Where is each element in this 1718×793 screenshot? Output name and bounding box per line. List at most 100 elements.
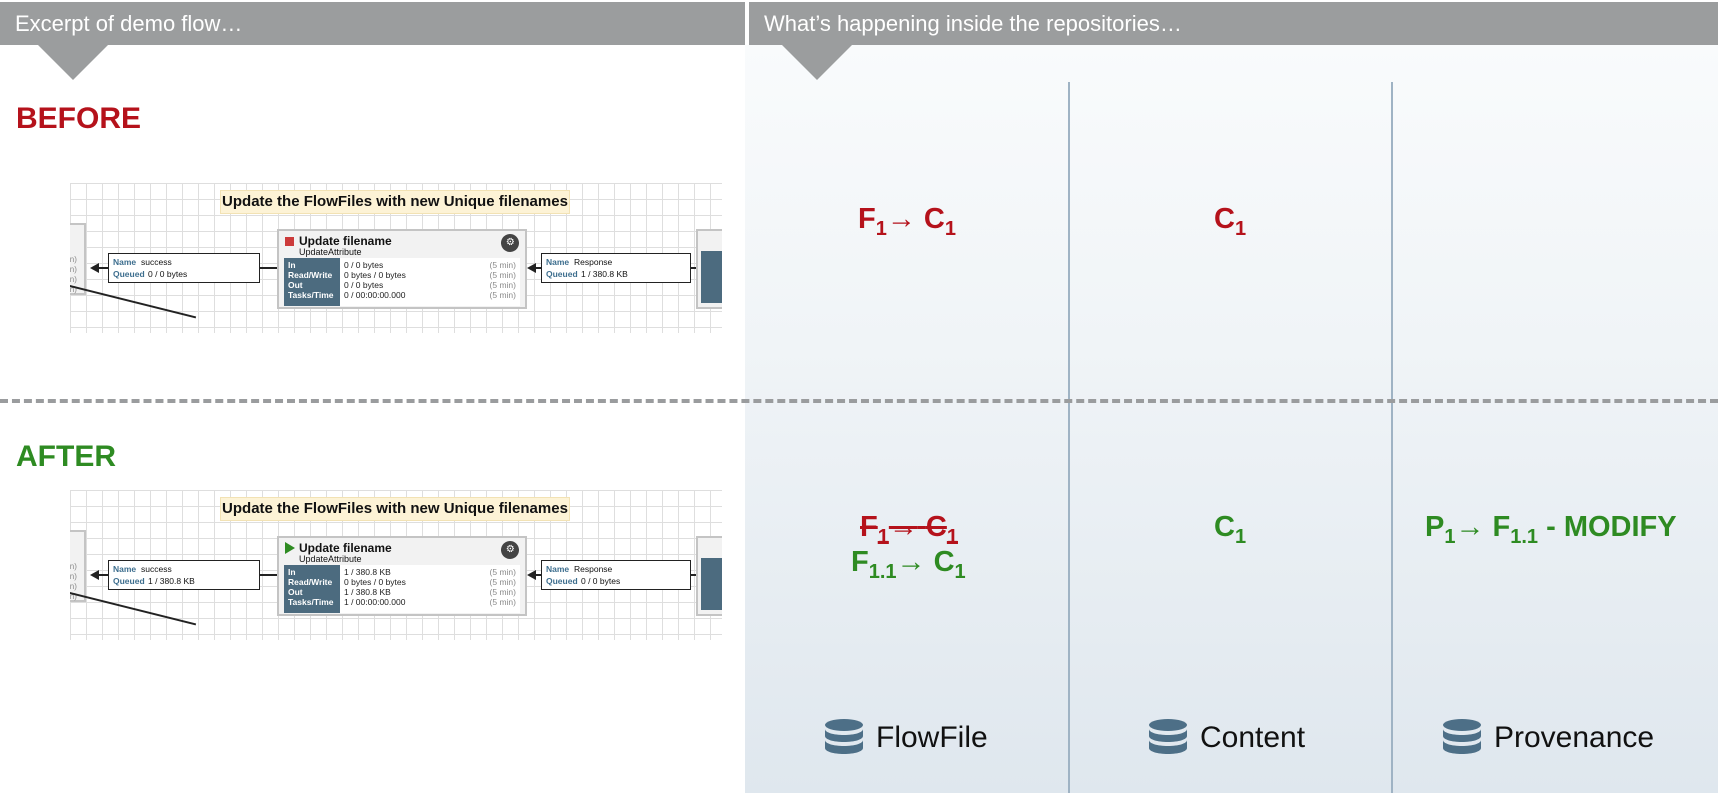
header-repositories: What’s happening inside the repositories… (749, 2, 1718, 45)
stat-key: Read/Write (288, 577, 333, 587)
repositories-panel (745, 45, 1718, 793)
connection-name-key: Name (546, 564, 570, 574)
repository-name: FlowFile (876, 721, 988, 754)
processor-name: Update filename (299, 541, 392, 555)
stat-key: Read/Write (288, 270, 333, 280)
stat-value: 0 bytes / 0 bytes (344, 270, 406, 280)
stat-key: Out (288, 280, 303, 290)
after-flowfile-old-formula: F1→ C1 (860, 511, 958, 548)
stat-value: 0 bytes / 0 bytes (344, 577, 406, 587)
connection-line (70, 285, 197, 318)
stat-key: Tasks/Time (288, 597, 334, 607)
connection-name-key: Name (113, 257, 137, 267)
after-content-formula: C1 (1214, 511, 1247, 548)
connection-name: Response (574, 564, 613, 574)
processor-stats: In Read/Write Out Tasks/Time 0 / 0 bytes… (284, 258, 520, 306)
stat-window: (5 min) (489, 577, 516, 587)
connection-line (535, 267, 541, 269)
stat-window: (5 min) (489, 290, 516, 300)
stat-key: Out (288, 587, 303, 597)
database-icon (1148, 718, 1188, 758)
stat-window: (5 min) (489, 587, 516, 597)
processor-settings-icon: ⚙ (498, 231, 522, 255)
response-connection[interactable]: Name Response Queued 1 / 380.8 KB (541, 253, 691, 283)
header-demo-flow: Excerpt of demo flow… (0, 2, 745, 45)
processor-name: Update filename (299, 234, 392, 248)
stat-window: (5 min) (489, 260, 516, 270)
connection-name: Response (574, 257, 613, 267)
connection-name: success (141, 257, 172, 267)
running-status-icon (285, 542, 295, 554)
connection-line (691, 574, 697, 576)
after-label: AFTER (16, 440, 116, 473)
success-connection[interactable]: Name success Queued 0 / 0 bytes (108, 253, 260, 283)
connection-queued: 0 / 0 bytes (148, 269, 188, 279)
before-label: BEFORE (16, 102, 142, 135)
flow-label: Update the FlowFiles with new Unique fil… (220, 190, 570, 214)
header-pointer (782, 45, 852, 80)
provenance-repository: Provenance (1442, 716, 1654, 760)
flow-excerpt-before: in)in)in)in) Update the FlowFiles with n… (70, 183, 722, 333)
stat-value: 0 / 0 bytes (344, 260, 384, 270)
processor-type: UpdateAttribute (299, 247, 362, 257)
flowfile-repository: FlowFile (824, 716, 988, 760)
database-icon (824, 718, 864, 758)
column-divider (1391, 82, 1393, 793)
stat-key: In (288, 567, 296, 577)
arrowhead (527, 263, 536, 273)
connection-queued: 0 / 0 bytes (581, 576, 621, 586)
connection-name-key: Name (546, 257, 570, 267)
connection-line (260, 267, 277, 269)
database-icon (1442, 718, 1482, 758)
stat-window: (5 min) (489, 597, 516, 607)
connection-queued-key: Queued (113, 576, 145, 586)
flow-label: Update the FlowFiles with new Unique fil… (220, 497, 570, 521)
processor-update-filename[interactable]: Update filename UpdateAttribute ⚙ In Rea… (277, 536, 527, 616)
header-pointer (38, 45, 108, 80)
arrowhead (90, 570, 99, 580)
connection-line (98, 574, 108, 576)
after-flowfile-new-formula: F1.1→ C1 (851, 546, 966, 583)
processor-stats: In Read/Write Out Tasks/Time 1 / 380.8 K… (284, 565, 520, 613)
connection-queued-key: Queued (546, 576, 578, 586)
before-after-divider (0, 399, 1718, 403)
processor-settings-icon: ⚙ (498, 538, 522, 562)
processor-update-filename[interactable]: Update filename UpdateAttribute ⚙ In Rea… (277, 229, 527, 309)
before-content-formula: C1 (1214, 203, 1247, 240)
downstream-processor (696, 229, 722, 309)
stat-value: 0 / 0 bytes (344, 280, 384, 290)
stat-key: Tasks/Time (288, 290, 334, 300)
flow-excerpt-after: in)in)in)in) Update the FlowFiles with n… (70, 490, 722, 640)
repository-name: Content (1200, 721, 1306, 754)
before-flowfile-formula: F1→ C1 (858, 203, 956, 240)
connection-line (98, 267, 108, 269)
repository-name: Provenance (1494, 721, 1655, 754)
stat-window: (5 min) (489, 567, 516, 577)
connection-queued-key: Queued (546, 269, 578, 279)
stat-key: In (288, 260, 296, 270)
connection-queued: 1 / 380.8 KB (581, 269, 628, 279)
connection-line (70, 592, 197, 625)
connection-name: success (141, 564, 172, 574)
column-divider (1068, 82, 1070, 793)
stat-value: 1 / 380.8 KB (344, 587, 391, 597)
after-provenance-formula: P1→ F1.1 - MODIFY (1425, 511, 1677, 548)
stat-value: 1 / 380.8 KB (344, 567, 391, 577)
connection-line (535, 574, 541, 576)
stat-value: 0 / 00:00:00.000 (344, 290, 406, 300)
connection-queued: 1 / 380.8 KB (148, 576, 195, 586)
response-connection[interactable]: Name Response Queued 0 / 0 bytes (541, 560, 691, 590)
arrowhead (90, 263, 99, 273)
connection-line (691, 267, 697, 269)
content-repository: Content (1148, 716, 1305, 760)
upstream-processor: in)in)in)in) (70, 530, 86, 602)
stopped-status-icon (285, 237, 294, 246)
success-connection[interactable]: Name success Queued 1 / 380.8 KB (108, 560, 260, 590)
arrowhead (527, 570, 536, 580)
upstream-processor: in)in)in)in) (70, 223, 86, 295)
connection-name-key: Name (113, 564, 137, 574)
connection-line (260, 574, 277, 576)
downstream-processor (696, 536, 722, 616)
processor-type: UpdateAttribute (299, 554, 362, 564)
stat-window: (5 min) (489, 280, 516, 290)
